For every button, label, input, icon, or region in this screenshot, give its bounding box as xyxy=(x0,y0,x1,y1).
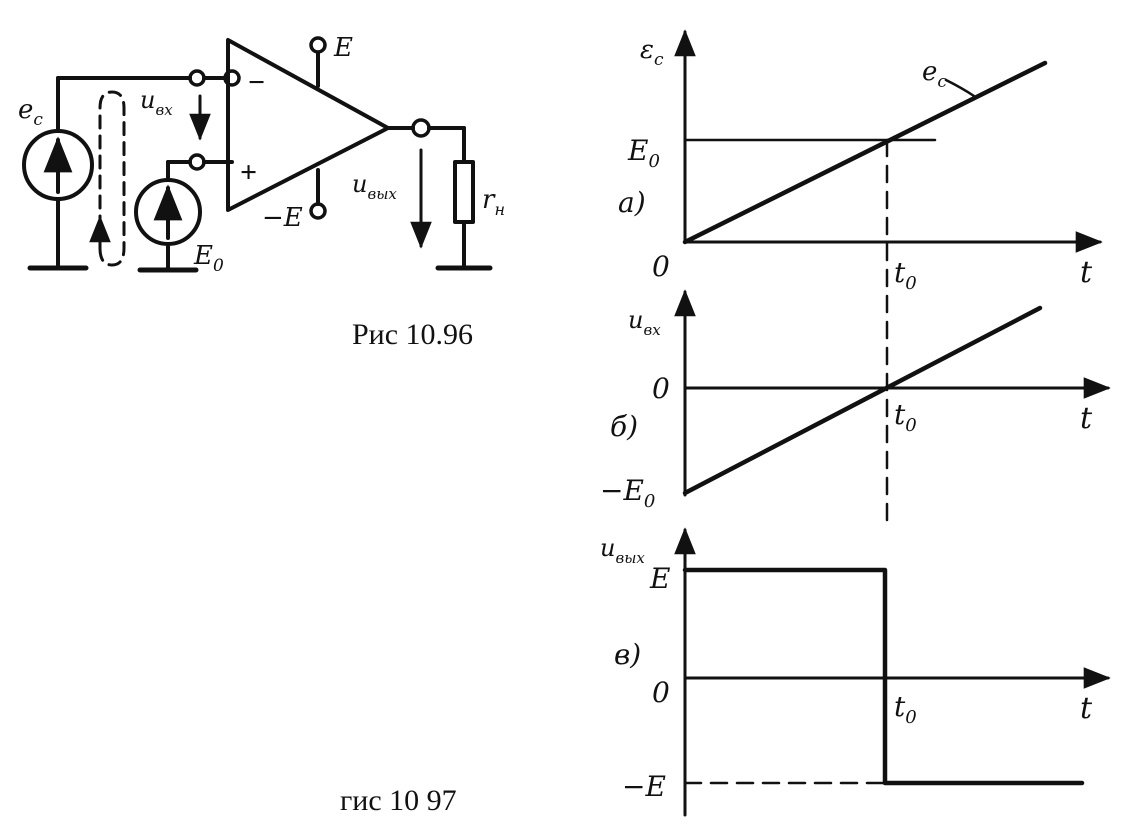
terminal-output xyxy=(411,118,431,138)
plot-c-ytick-zero: 0 xyxy=(652,676,670,709)
plot-c: uвых E в) 0 −E t0 t xyxy=(600,527,1111,817)
plot-b-xtick-t0: t0 xyxy=(894,398,917,436)
plot-c-ylabel: uвых xyxy=(600,534,645,567)
label-supply-neg: −E xyxy=(262,203,303,233)
plot-a: εc ec E0 а) 0 t0 t xyxy=(618,29,1103,294)
load-resistor xyxy=(453,160,475,224)
plot-a-panel: а) xyxy=(618,186,646,219)
timing-diagrams: εc ec E0 а) 0 t0 t uвх 0 б) −E0 t0 t xyxy=(340,29,1111,817)
plot-b-ylabel: uвх xyxy=(628,306,661,339)
label-supply-pos: E xyxy=(333,33,353,63)
plot-c-xlabel: t xyxy=(1080,691,1093,726)
plot-c-ytick-pos: E xyxy=(649,562,670,595)
plot-a-series-label: ec xyxy=(922,57,947,92)
plot-b-xlabel: t xyxy=(1080,401,1093,436)
plot-c-xtick-t0: t0 xyxy=(894,690,917,728)
plot-b-ytick-zero: 0 xyxy=(652,372,670,405)
terminal-inverting xyxy=(188,69,206,87)
plot-c-panel: в) xyxy=(614,638,641,671)
plot-a-ramp xyxy=(682,60,1048,245)
source-ec xyxy=(22,76,94,271)
label-u-in: uвх xyxy=(140,86,173,119)
label-e0: E0 xyxy=(193,241,224,276)
sign-plus: + xyxy=(240,156,257,189)
plot-a-leader xyxy=(944,78,976,98)
source-e0 xyxy=(134,178,202,273)
plot-b: uвх 0 б) −E0 t0 t xyxy=(600,289,1111,512)
terminal-supply-neg xyxy=(309,202,327,220)
label-ec: ec xyxy=(18,95,43,130)
plot-b-panel: б) xyxy=(610,410,638,443)
label-u-out: uвых xyxy=(352,170,397,203)
terminal-noninverting xyxy=(188,153,206,171)
plot-c-step xyxy=(682,567,1085,786)
caption-fig-96: Рис 10.96 xyxy=(352,318,473,351)
node-inverting xyxy=(223,69,241,87)
label-rn: rн xyxy=(482,185,505,219)
plot-a-ytick-e0: E0 xyxy=(627,134,660,172)
plot-b-ramp xyxy=(682,305,1043,496)
plot-a-xlabel: t xyxy=(1080,255,1093,290)
plot-a-ylabel: εc xyxy=(640,35,664,70)
sign-minus: − xyxy=(248,66,265,99)
plot-c-ytick-neg: −E xyxy=(622,770,666,803)
plot-a-origin: 0 xyxy=(652,250,670,283)
opamp-triangle xyxy=(226,38,390,212)
plot-a-xtick-t0: t0 xyxy=(894,256,917,294)
dashed-loop xyxy=(98,90,126,267)
plot-b-ytick-neg: −E0 xyxy=(600,474,655,512)
circuit-diagram: ec uвх E −E E0 uвых rн − + Рис 10.96 xyxy=(18,33,505,351)
terminal-supply-pos xyxy=(309,36,327,54)
caption-fig-97: гис 10 97 xyxy=(340,784,457,817)
